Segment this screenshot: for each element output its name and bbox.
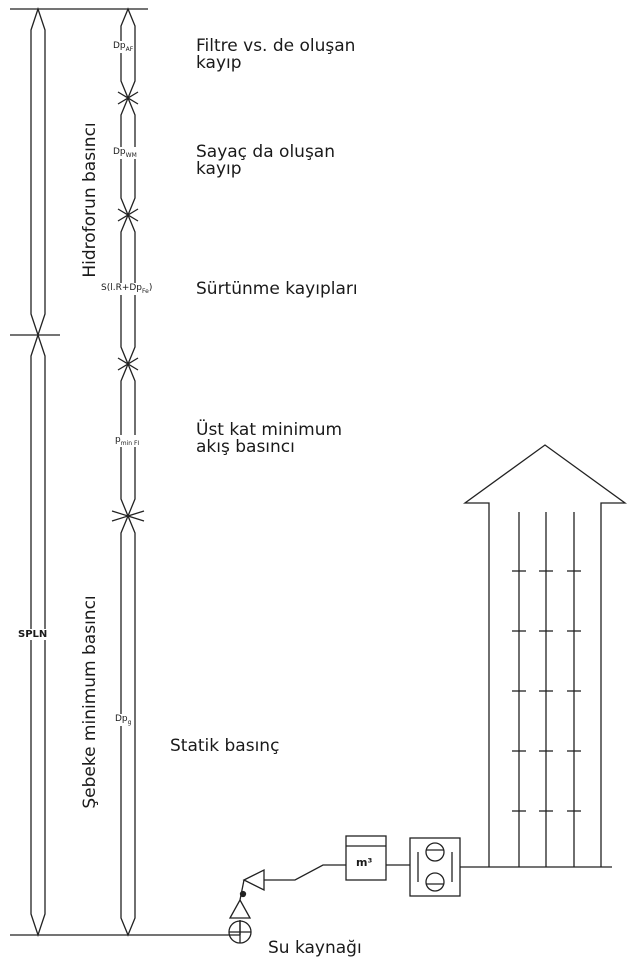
- meter-icon: [345, 835, 387, 881]
- filter-loss-double-arrow-icon: [120, 7, 136, 100]
- hydrophore-pressure-label: Hidroforun basıncı: [80, 122, 100, 278]
- meter-loss-label: Sayaç da oluşan kayıp: [196, 142, 335, 179]
- dp-g-symbol: Dpg: [115, 714, 132, 726]
- valve-icon: [228, 868, 265, 919]
- spln-label: SPLN: [18, 629, 48, 640]
- network-double-arrow-icon: [30, 332, 46, 938]
- static-pressure-label: Statik basınç: [170, 736, 280, 756]
- filter-loss-label: Filtre vs. de oluşan kayıp: [196, 36, 356, 73]
- water-source-icon: [228, 920, 252, 944]
- pump-icon: [409, 837, 461, 897]
- friction-symbol: S(l.R+DpFe): [101, 283, 153, 295]
- hydrophore-double-arrow-icon: [30, 6, 46, 338]
- top-floor-pressure-label: Üst kat minimum akış basıncı: [196, 420, 343, 457]
- pmin-symbol: pmin FI: [115, 435, 140, 447]
- dp-af-symbol: DpAF: [113, 41, 134, 53]
- water-source-label: Su kaynağı: [268, 938, 362, 958]
- dp-wm-symbol: DpWM: [113, 147, 137, 159]
- building-arrow-icon: [462, 444, 628, 867]
- static-pressure-double-arrow-icon: [120, 514, 136, 937]
- friction-loss-label: Sürtünme kayıpları: [196, 279, 358, 299]
- meter-unit-label: m³: [356, 856, 373, 869]
- network-min-pressure-label: Şebeke minimum basıncı: [80, 595, 100, 809]
